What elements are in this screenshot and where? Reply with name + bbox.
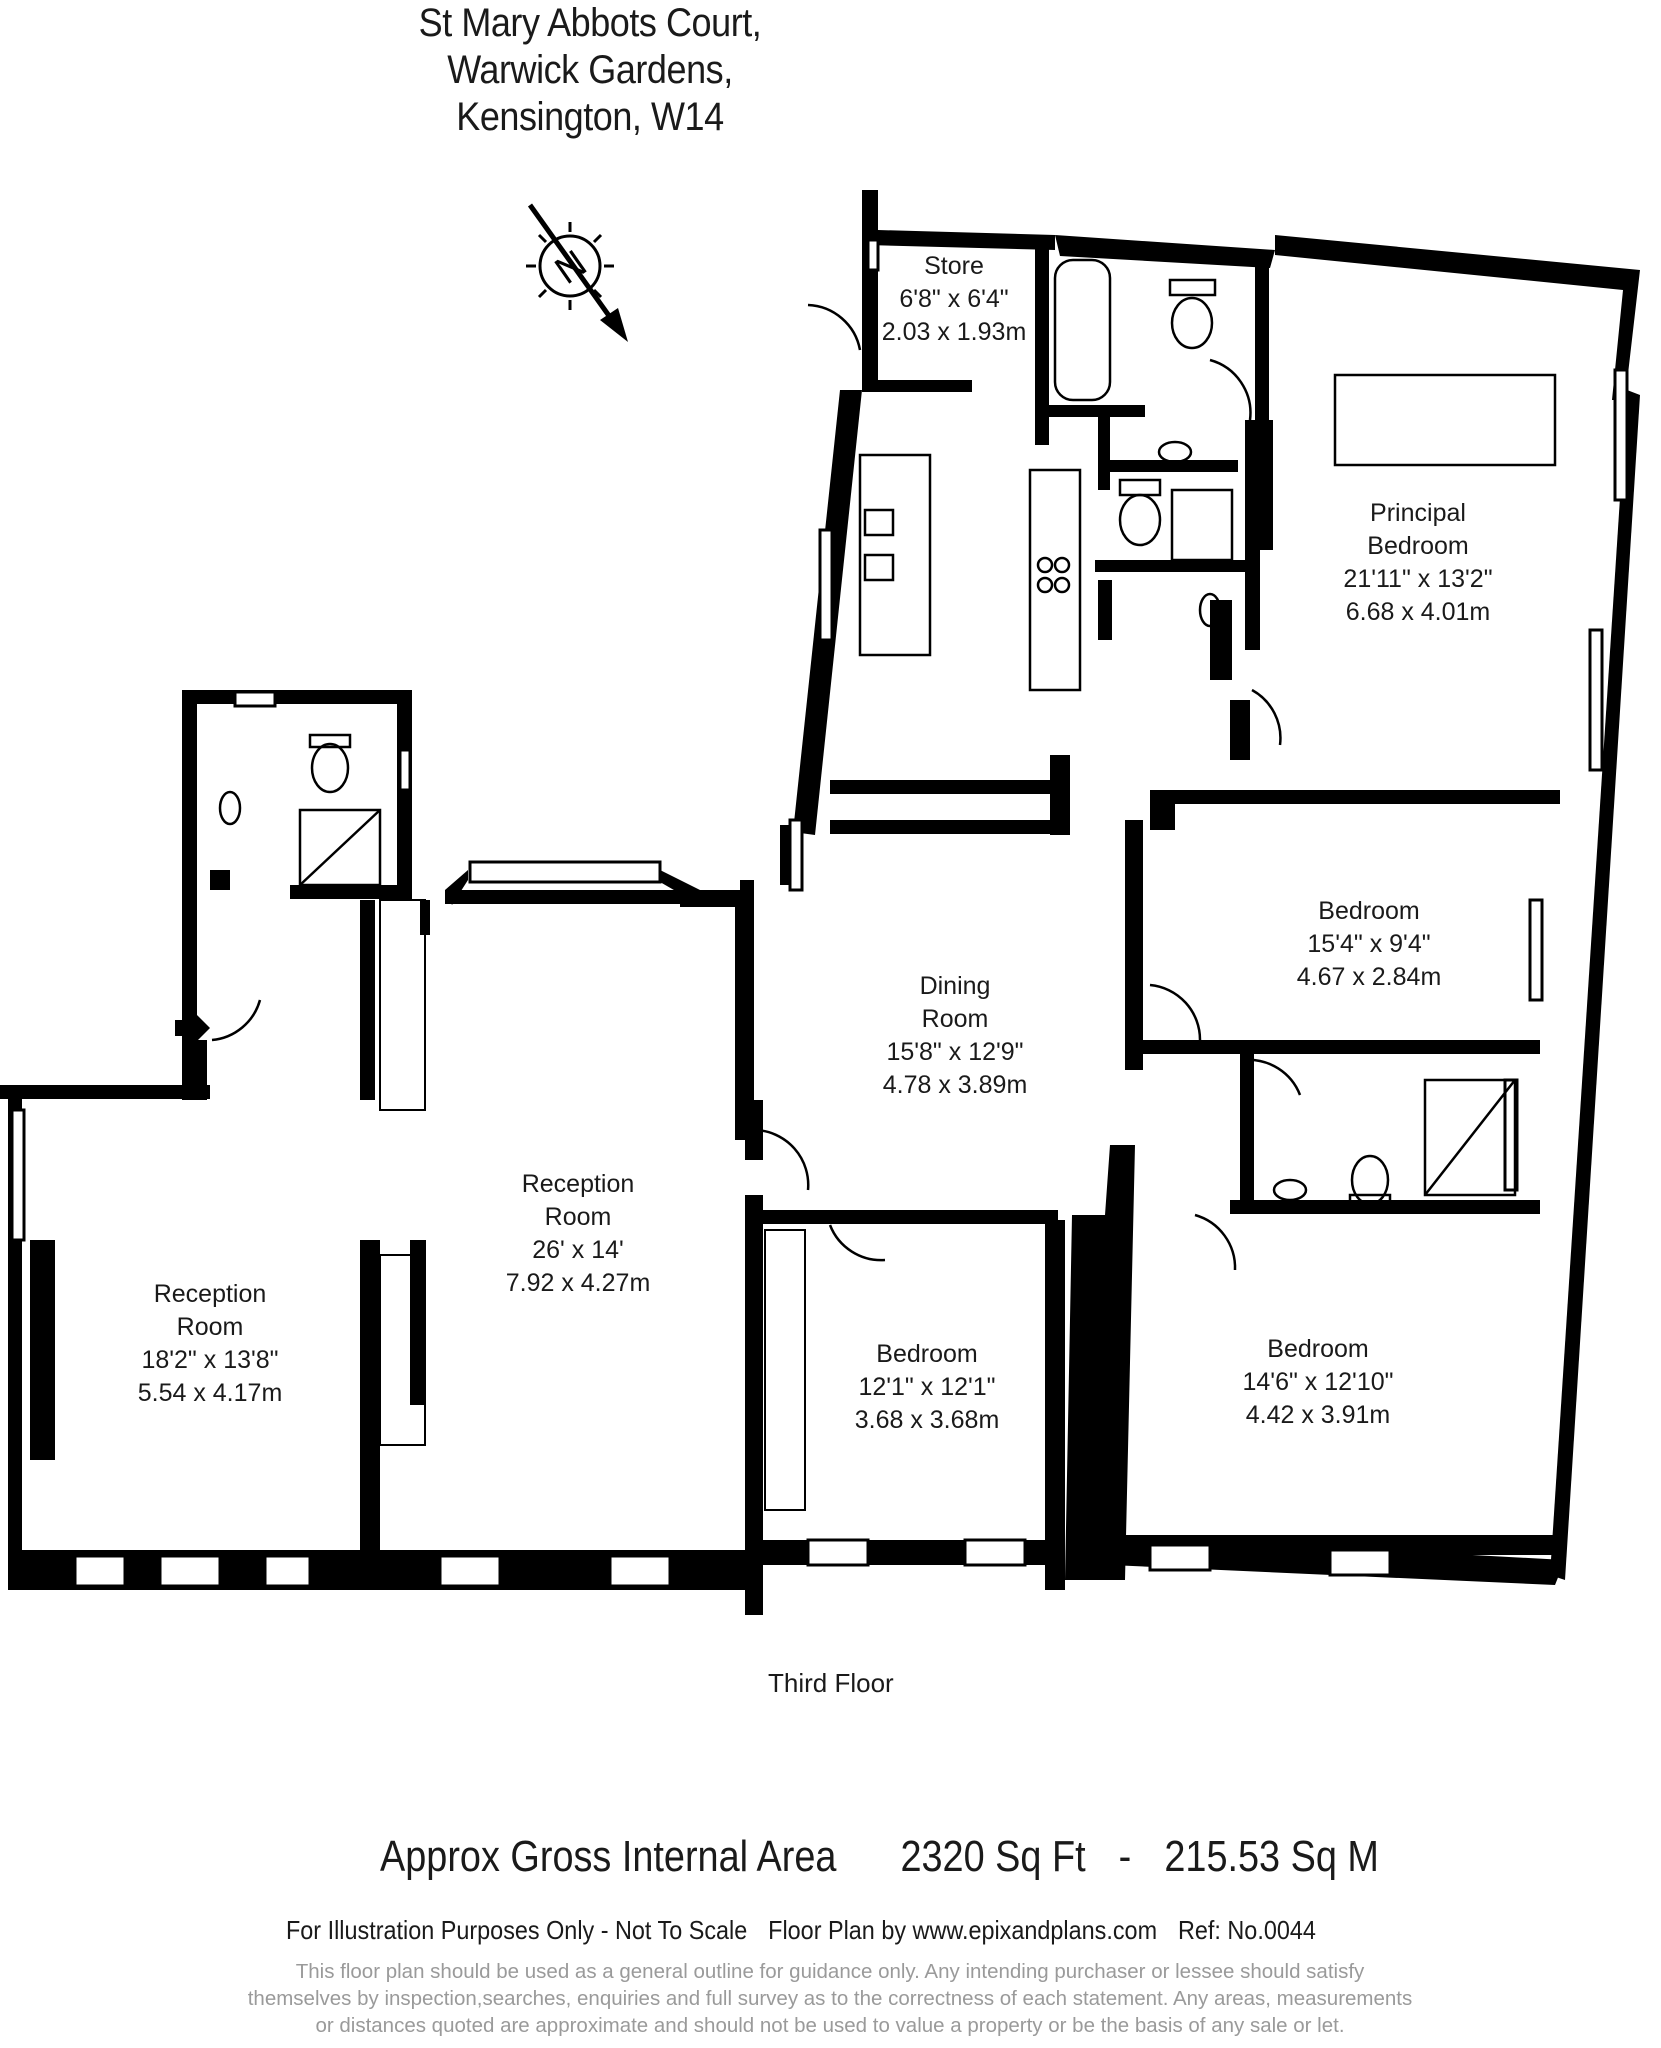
compass-icon: N [526, 203, 628, 342]
disclaimer-line-1: This floor plan should be used as a gene… [295, 1960, 1365, 1983]
area-sq-m: 215.53 Sq M [1164, 1832, 1379, 1881]
room-bedroom-3: Bedroom 12'1" x 12'1" 3.68 x 3.68m [855, 1338, 1000, 1437]
room-dining-room-name-1: Dining [919, 972, 991, 1000]
gross-internal-area: Approx Gross Internal Area 2320 Sq Ft - … [380, 1832, 1379, 1882]
area-separator: - [1118, 1832, 1132, 1881]
property-address: St Mary Abbots Court, Warwick Gardens, K… [329, 0, 851, 141]
floor-plan: N [0, 190, 1640, 1615]
area-label: Approx Gross Internal Area [380, 1832, 837, 1881]
room-principal-bedroom-imperial: 21'11" x 13'2" [1343, 565, 1493, 593]
room-store-name: Store [924, 252, 984, 280]
room-reception-small: Reception Room 18'2" x 13'8" 5.54 x 4.17… [138, 1278, 283, 1410]
room-store-imperial: 6'8" x 6'4" [899, 285, 1009, 313]
room-bedroom-2: Bedroom 15'4" x 9'4" 4.67 x 2.84m [1297, 895, 1442, 994]
address-line-1: St Mary Abbots Court, [418, 1, 762, 45]
disclaimer-line-3: or distances quoted are approximate and … [315, 2014, 1345, 2037]
room-reception-small-metric: 5.54 x 4.17m [137, 1379, 283, 1407]
room-bedroom-2-name: Bedroom [1318, 897, 1420, 925]
room-reception-small-name-2: Room [176, 1313, 244, 1341]
room-bedroom-2-imperial: 15'4" x 9'4" [1307, 930, 1431, 958]
area-sq-ft: 2320 Sq Ft [900, 1832, 1086, 1881]
room-bedroom-3-name: Bedroom [876, 1340, 978, 1368]
entrance-arrow-icon [175, 1010, 210, 1046]
room-bedroom-4-name: Bedroom [1267, 1335, 1369, 1363]
room-principal-bedroom-name-1: Principal [1370, 499, 1466, 527]
room-reception-large-name-1: Reception [521, 1170, 635, 1198]
room-dining-room-name-2: Room [921, 1005, 989, 1033]
room-reception-small-name-1: Reception [153, 1280, 267, 1308]
exterior-walls [0, 190, 1640, 1615]
room-bedroom-4-metric: 4.42 x 3.91m [1245, 1401, 1391, 1429]
windows [10, 238, 1629, 1588]
room-reception-large-metric: 7.92 x 4.27m [505, 1269, 651, 1297]
room-store: Store 6'8" x 6'4" 2.03 x 1.93m [882, 250, 1027, 349]
room-principal-bedroom-name-2: Bedroom [1367, 532, 1469, 560]
room-bedroom-3-metric: 3.68 x 3.68m [854, 1406, 1000, 1434]
disclaimer-line-2: themselves by inspection,searches, enqui… [247, 1987, 1413, 2010]
room-reception-large-name-2: Room [544, 1203, 612, 1231]
room-reception-large: Reception Room 26' x 14' 7.92 x 4.27m [506, 1168, 651, 1300]
room-dining-room: Dining Room 15'8" x 12'9" 4.78 x 3.89m [883, 970, 1028, 1102]
room-store-metric: 2.03 x 1.93m [881, 318, 1027, 346]
room-bedroom-4: Bedroom 14'6" x 12'10" 4.42 x 3.91m [1242, 1333, 1393, 1432]
room-dining-room-imperial: 15'8" x 12'9" [886, 1038, 1024, 1066]
disclaimer: This floor plan should be used as a gene… [230, 1958, 1430, 2039]
illustration-note: For Illustration Purposes Only - Not To … [286, 1915, 748, 1945]
room-bedroom-3-imperial: 12'1" x 12'1" [858, 1373, 996, 1401]
room-dining-room-metric: 4.78 x 3.89m [882, 1071, 1028, 1099]
address-line-2: Warwick Gardens, [447, 48, 733, 92]
room-bedroom-4-imperial: 14'6" x 12'10" [1242, 1368, 1394, 1396]
address-line-3: Kensington, W14 [456, 95, 724, 139]
credits-line: For Illustration Purposes Only - Not To … [286, 1915, 1330, 1946]
reference-number: Ref: No.0044 [1177, 1915, 1316, 1945]
floor-name: Third Floor [768, 1668, 894, 1698]
room-principal-bedroom: Principal Bedroom 21'11" x 13'2" 6.68 x … [1343, 497, 1492, 629]
room-bedroom-2-metric: 4.67 x 2.84m [1296, 963, 1442, 991]
room-principal-bedroom-metric: 6.68 x 4.01m [1345, 598, 1491, 626]
plan-by-credit: Floor Plan by www.epixandplans.com [768, 1915, 1158, 1945]
fixtures [211, 258, 1557, 1511]
room-reception-large-imperial: 26' x 14' [532, 1236, 624, 1264]
room-reception-small-imperial: 18'2" x 13'8" [141, 1346, 279, 1374]
